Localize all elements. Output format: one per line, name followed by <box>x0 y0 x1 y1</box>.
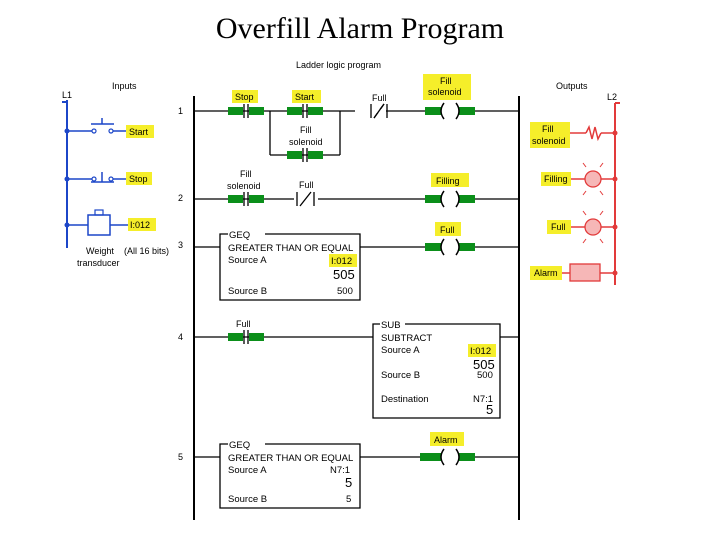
geq-desc: GREATER THAN OR EQUAL <box>228 243 353 254</box>
alarm-coil: Alarm <box>420 432 475 466</box>
sub-block: SUB SUBTRACT Source A I:012 505 Source B… <box>372 320 501 419</box>
geq5-source-a-tag: N7:1 <box>330 465 350 476</box>
source-a-value: 505 <box>333 267 355 282</box>
geq5-desc: GREATER THAN OR EQUAL <box>228 453 353 464</box>
destination-value: 5 <box>486 402 493 417</box>
sub-source-b-label: Source B <box>381 370 420 381</box>
full-contact-rung4: Full <box>228 319 264 344</box>
alarm-output: Alarm <box>530 263 618 282</box>
geq-block-rung5: GEQ GREATER THAN OR EQUAL Source A N7:1 … <box>219 440 361 509</box>
fill-solenoid-contact: Fill solenoid <box>227 169 264 206</box>
rung-1: Stop Start Fill solenoid <box>194 74 519 162</box>
start-contact-label: Start <box>295 92 315 102</box>
sub-desc: SUBTRACT <box>381 333 432 344</box>
seal-label-1: Fill <box>300 125 312 135</box>
page-title: Overfill Alarm Program <box>215 12 505 45</box>
geq5-source-b-label: Source B <box>228 494 267 505</box>
fill-coil-label-1: Fill <box>440 76 452 86</box>
rung-4: Full SUB SUBTRACT Source A I:012 505 Sou… <box>194 319 519 419</box>
geq-block-rung3: GEQ GREATER THAN OR EQUAL Source A I:012… <box>219 230 361 301</box>
out-fill-label-1: Fill <box>542 124 554 134</box>
source-a-tag: I:012 <box>331 256 352 267</box>
source-b-value: 500 <box>337 286 353 297</box>
rung-3: GEQ GREATER THAN OR EQUAL Source A I:012… <box>194 222 519 301</box>
geq5-source-a-value: 5 <box>345 475 352 490</box>
fill-solenoid-output: Fill solenoid <box>530 122 618 148</box>
ladder-heading: Ladder logic program <box>296 60 381 70</box>
destination-label: Destination <box>381 394 429 405</box>
geq-label: GEQ <box>229 230 250 241</box>
filling-lamp-output: Filling <box>541 162 618 196</box>
outputs-heading: Outputs <box>556 81 588 91</box>
rung-2: Fill solenoid Full Filling <box>194 169 519 208</box>
rung-number-4: 4 <box>178 332 183 342</box>
out-fill-label-2: solenoid <box>532 136 566 146</box>
full-coil: Full <box>425 222 475 256</box>
sub-source-a-label: Source A <box>381 345 420 356</box>
source-b-label: Source B <box>228 286 267 297</box>
stop-contact: Stop <box>228 90 264 118</box>
rung4-full-label: Full <box>236 319 251 329</box>
rung-number-1: 1 <box>178 106 183 116</box>
sub-source-b-value: 500 <box>477 370 493 381</box>
filling-coil-label: Filling <box>436 176 460 186</box>
input-section: Inputs L1 Start Stop <box>62 81 169 268</box>
inputs-heading: Inputs <box>112 81 137 91</box>
input-tag-i012: I:012 <box>130 220 150 230</box>
alarm-icon <box>569 263 601 282</box>
rung-number-5: 5 <box>178 452 183 462</box>
sub-source-a-tag: I:012 <box>470 346 491 357</box>
stop-input-tag: Stop <box>129 174 148 184</box>
rung-5: GEQ GREATER THAN OR EQUAL Source A N7:1 … <box>194 432 519 509</box>
bits-label: (All 16 bits) <box>124 246 169 256</box>
rung2-full-label: Full <box>299 180 314 190</box>
l1-label: L1 <box>62 90 72 100</box>
solenoid-icon <box>585 124 602 142</box>
rung2-contact-label-1: Fill <box>240 169 252 179</box>
full-nc-contact: Full <box>355 93 388 119</box>
alarm-coil-label: Alarm <box>434 435 458 445</box>
filling-coil: Filling <box>425 173 475 208</box>
sub-source-a-value: 505 <box>473 357 495 372</box>
start-pushbutton: Start <box>64 118 154 138</box>
fill-coil-label-2: solenoid <box>428 87 462 97</box>
lamp-icon <box>584 218 602 236</box>
stop-pushbutton: Stop <box>64 172 152 185</box>
transducer-label-2: transducer <box>77 258 120 268</box>
seal-label-2: solenoid <box>289 137 323 147</box>
geq5-label: GEQ <box>229 440 250 451</box>
out-filling-label: Filling <box>544 174 568 184</box>
output-section: Outputs L2 Fill solenoid Filling <box>530 81 620 285</box>
start-contact: Start <box>287 90 323 118</box>
weight-transducer: I:012 Weight transducer (All 16 bits) <box>64 209 169 268</box>
full-lamp-output: Full <box>547 210 618 244</box>
full-coil-label: Full <box>440 225 455 235</box>
transducer-label: Weight <box>86 246 114 256</box>
fill-solenoid-coil: Fill solenoid <box>423 74 475 120</box>
geq5-source-b-value: 5 <box>346 494 351 505</box>
fill-solenoid-seal-contact: Fill solenoid <box>287 125 323 162</box>
rung2-contact-label-2: solenoid <box>227 181 261 191</box>
full-nc-contact-2: Full <box>294 180 318 207</box>
start-input-tag: Start <box>129 127 149 137</box>
rung-number-2: 2 <box>178 193 183 203</box>
geq5-source-a-label: Source A <box>228 465 267 476</box>
out-full-label: Full <box>551 222 566 232</box>
destination-tag: N7:1 <box>473 394 493 405</box>
rung-number-3: 3 <box>178 240 183 250</box>
sub-label: SUB <box>381 320 401 331</box>
full-nc-label: Full <box>372 93 387 103</box>
source-a-label: Source A <box>228 255 267 266</box>
lamp-icon <box>584 170 602 188</box>
l2-label: L2 <box>607 92 617 102</box>
stop-contact-label: Stop <box>235 92 254 102</box>
out-alarm-label: Alarm <box>534 268 558 278</box>
